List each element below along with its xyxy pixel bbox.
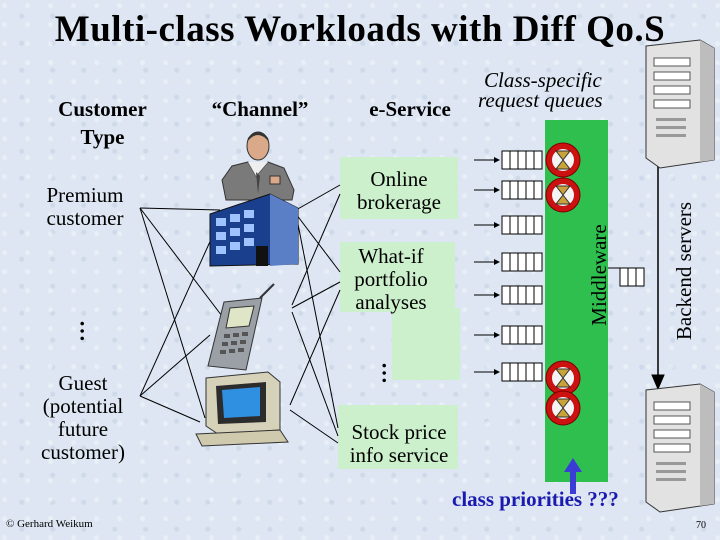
queue-1 — [474, 150, 543, 170]
page-number: 70 — [696, 520, 706, 531]
premium-customer-label: Premium customer — [46, 183, 124, 230]
queue-3 — [474, 215, 543, 235]
businessman-icon — [221, 131, 295, 201]
channel-header: “Channel” — [211, 97, 309, 121]
desktop-computer-icon — [195, 371, 289, 447]
hourglass-icon — [545, 360, 581, 396]
server-tower-icon — [645, 39, 715, 169]
office-building-icon — [209, 193, 299, 267]
hourglasses — [545, 142, 581, 426]
service-box-whatif-ext — [392, 308, 460, 380]
service-stock-label: Stock price info service — [349, 420, 449, 467]
mobile-phone-icon — [207, 283, 275, 371]
service-online-label: Online brokerage — [357, 167, 441, 214]
service-box-stock — [338, 405, 458, 469]
service-whatif-label: What-if portfolio analyses — [354, 244, 428, 314]
queue-4 — [474, 252, 543, 272]
service-box-whatif — [340, 242, 455, 312]
customer-type-header: Customer Type — [58, 97, 147, 149]
queues-header-line2: request queues — [478, 88, 603, 112]
queues-header: Class-specific request queues — [478, 68, 638, 112]
copyright: © Gerhard Weikum — [6, 518, 93, 530]
queue-6 — [474, 325, 543, 345]
queue-7 — [474, 362, 543, 382]
guest-customer-label: Guest (potential future customer) — [41, 371, 125, 464]
hourglass-icon — [545, 142, 581, 178]
queue-2 — [474, 180, 543, 200]
server-tower-icon-2 — [645, 383, 715, 513]
hourglass-icon — [545, 390, 581, 426]
queue-5 — [474, 285, 543, 305]
backend-queue — [608, 267, 645, 287]
priority-arrow — [564, 458, 582, 494]
hourglass-icon — [545, 177, 581, 213]
slide-title: Multi-class Workloads with Diff Qo.S — [54, 9, 666, 50]
connection-lines — [139, 184, 341, 444]
request-queues — [474, 150, 543, 382]
class-priorities-label: class priorities ??? — [452, 487, 619, 511]
queues-header-line1: Class-specific — [484, 68, 602, 92]
eservice-header: e-Service — [369, 97, 451, 121]
service-box-online — [340, 157, 458, 219]
